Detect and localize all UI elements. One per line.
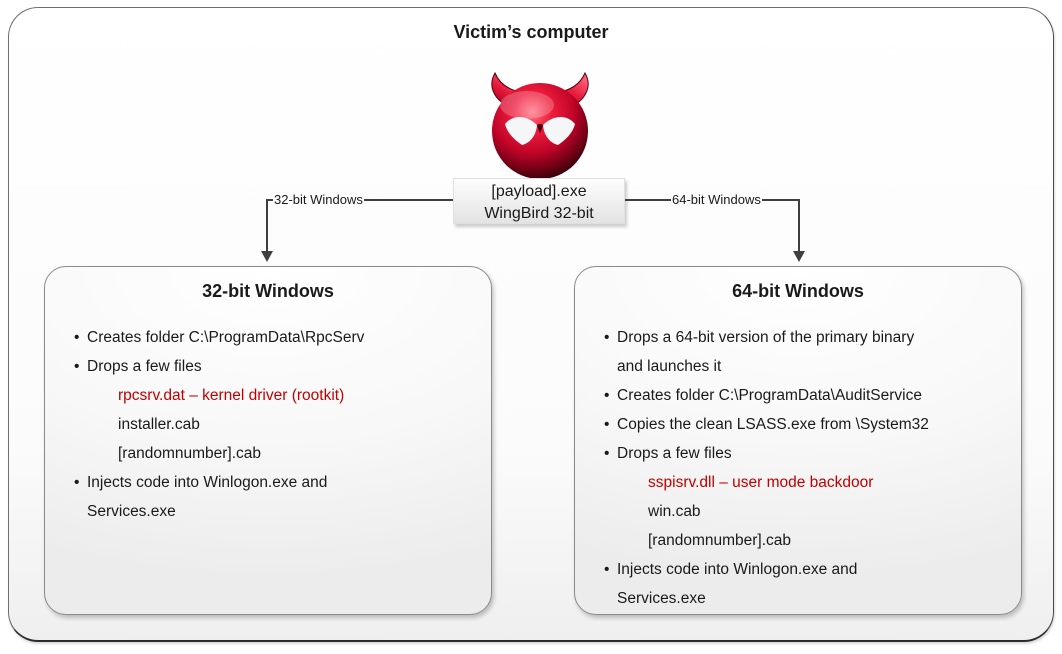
devil-malware-icon	[491, 71, 589, 179]
list-item: win.cab	[648, 503, 701, 520]
panel-32bit-list: Creates folder C:\ProgramData\RpcServ Dr…	[45, 323, 491, 526]
list-item: Drops a few files	[45, 352, 477, 381]
branch-right-vline	[798, 199, 800, 252]
arrow-down-icon	[261, 251, 273, 262]
list-item: Drops a few files	[575, 439, 1007, 468]
list-item: Creates folder C:\ProgramData\RpcServ	[45, 323, 477, 352]
list-item: Injects code into Winlogon.exe and Servi…	[45, 468, 477, 526]
branch-left-vline	[266, 199, 268, 252]
list-item: Creates folder C:\ProgramData\AuditServi…	[575, 381, 1007, 410]
list-item: rpcsrv.dat – kernel driver (rootkit)	[118, 387, 345, 404]
arrow-down-icon	[793, 251, 805, 262]
panel-64bit-title: 64-bit Windows	[732, 281, 864, 301]
branch-left-label: 32-bit Windows	[273, 192, 364, 207]
list-item: [randomnumber].cab	[648, 532, 792, 549]
diagram-title: Victim’s computer	[453, 22, 609, 42]
victim-computer-container: Victim’s computer [payload].exe	[8, 7, 1054, 642]
payload-variant: WingBird 32-bit	[484, 205, 594, 222]
panel-64bit: 64-bit Windows Drops a 64-bit version of…	[574, 266, 1022, 615]
list-item: Drops a 64-bit version of the primary bi…	[575, 323, 1007, 381]
branch-right-label: 64-bit Windows	[671, 192, 762, 207]
list-item: [randomnumber].cab	[118, 445, 262, 462]
panel-32bit: 32-bit Windows Creates folder C:\Program…	[44, 266, 492, 615]
panel-64bit-list: Drops a 64-bit version of the primary bi…	[575, 323, 1021, 613]
payload-label: [payload].exe WingBird 32-bit	[453, 178, 625, 224]
list-item: Injects code into Winlogon.exe and Servi…	[575, 555, 1007, 613]
list-item: Copies the clean LSASS.exe from \System3…	[575, 410, 1007, 439]
list-item: sspisrv.dll – user mode backdoor	[648, 474, 874, 491]
panel-32bit-title: 32-bit Windows	[202, 281, 334, 301]
list-item: installer.cab	[118, 416, 200, 433]
payload-filename: [payload].exe	[491, 183, 587, 200]
